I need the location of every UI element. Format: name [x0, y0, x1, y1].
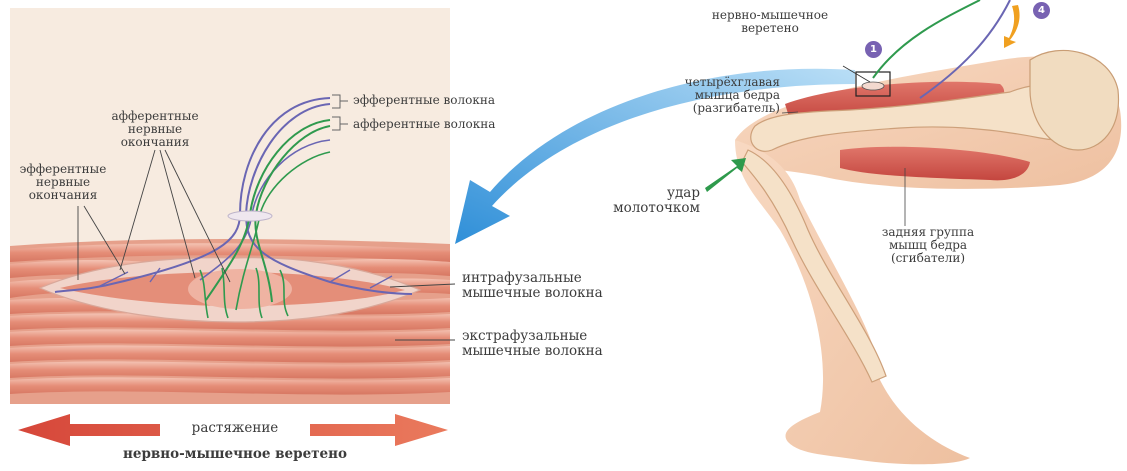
spindle-panel	[10, 8, 455, 404]
intrafusal-label: интрафузальные мышечные волокна	[462, 271, 603, 301]
step-1-badge: 1	[865, 41, 882, 58]
step-4-badge: 4	[1033, 2, 1050, 19]
hammer-arrow	[705, 158, 746, 192]
reflex-arrow	[1004, 5, 1020, 48]
efferent-endings-label: эфферентные нервные окончания	[8, 163, 118, 202]
extrafusal-label: экстрафузальные мышечные волокна	[462, 329, 603, 359]
afferent-endings-label: афферентные нервные окончания	[95, 110, 215, 149]
hamstrings-label: задняя группа мышц бедра (сгибатели)	[858, 226, 998, 265]
spindle-label: нервно-мышечное веретено	[700, 9, 840, 35]
spindle-title: нервно-мышечное веретено	[100, 447, 370, 462]
afferent-fibers-label: афферентные волокна	[353, 118, 495, 131]
quadriceps-label: четырёхглавая мышца бедра (разгибатель)	[630, 76, 780, 115]
stretch-label: растяжение	[160, 421, 310, 436]
hammer-label: удар молоточком	[575, 186, 700, 216]
efferent-fibers-label: эфферентные волокна	[353, 94, 495, 107]
